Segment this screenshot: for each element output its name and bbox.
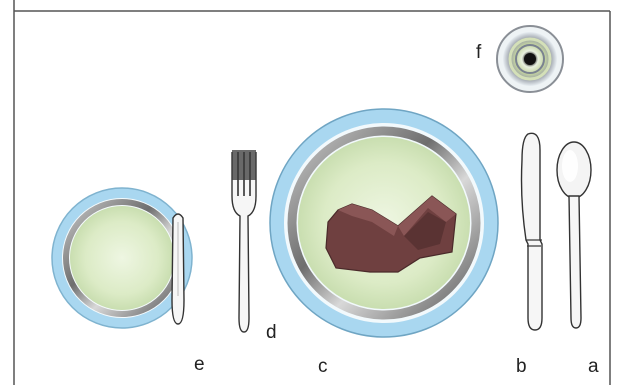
label-c: c bbox=[318, 356, 328, 377]
spoon-icon bbox=[557, 142, 591, 328]
knife-icon bbox=[522, 133, 543, 330]
label-f: f bbox=[476, 42, 482, 63]
label-a: a bbox=[588, 356, 599, 377]
label-b: b bbox=[516, 356, 527, 377]
label-e: e bbox=[194, 354, 205, 375]
glass-icon bbox=[497, 26, 563, 92]
label-d: d bbox=[266, 322, 277, 343]
fork-icon bbox=[232, 150, 256, 332]
butter-knife-icon bbox=[172, 214, 184, 324]
bread-plate bbox=[52, 188, 192, 328]
